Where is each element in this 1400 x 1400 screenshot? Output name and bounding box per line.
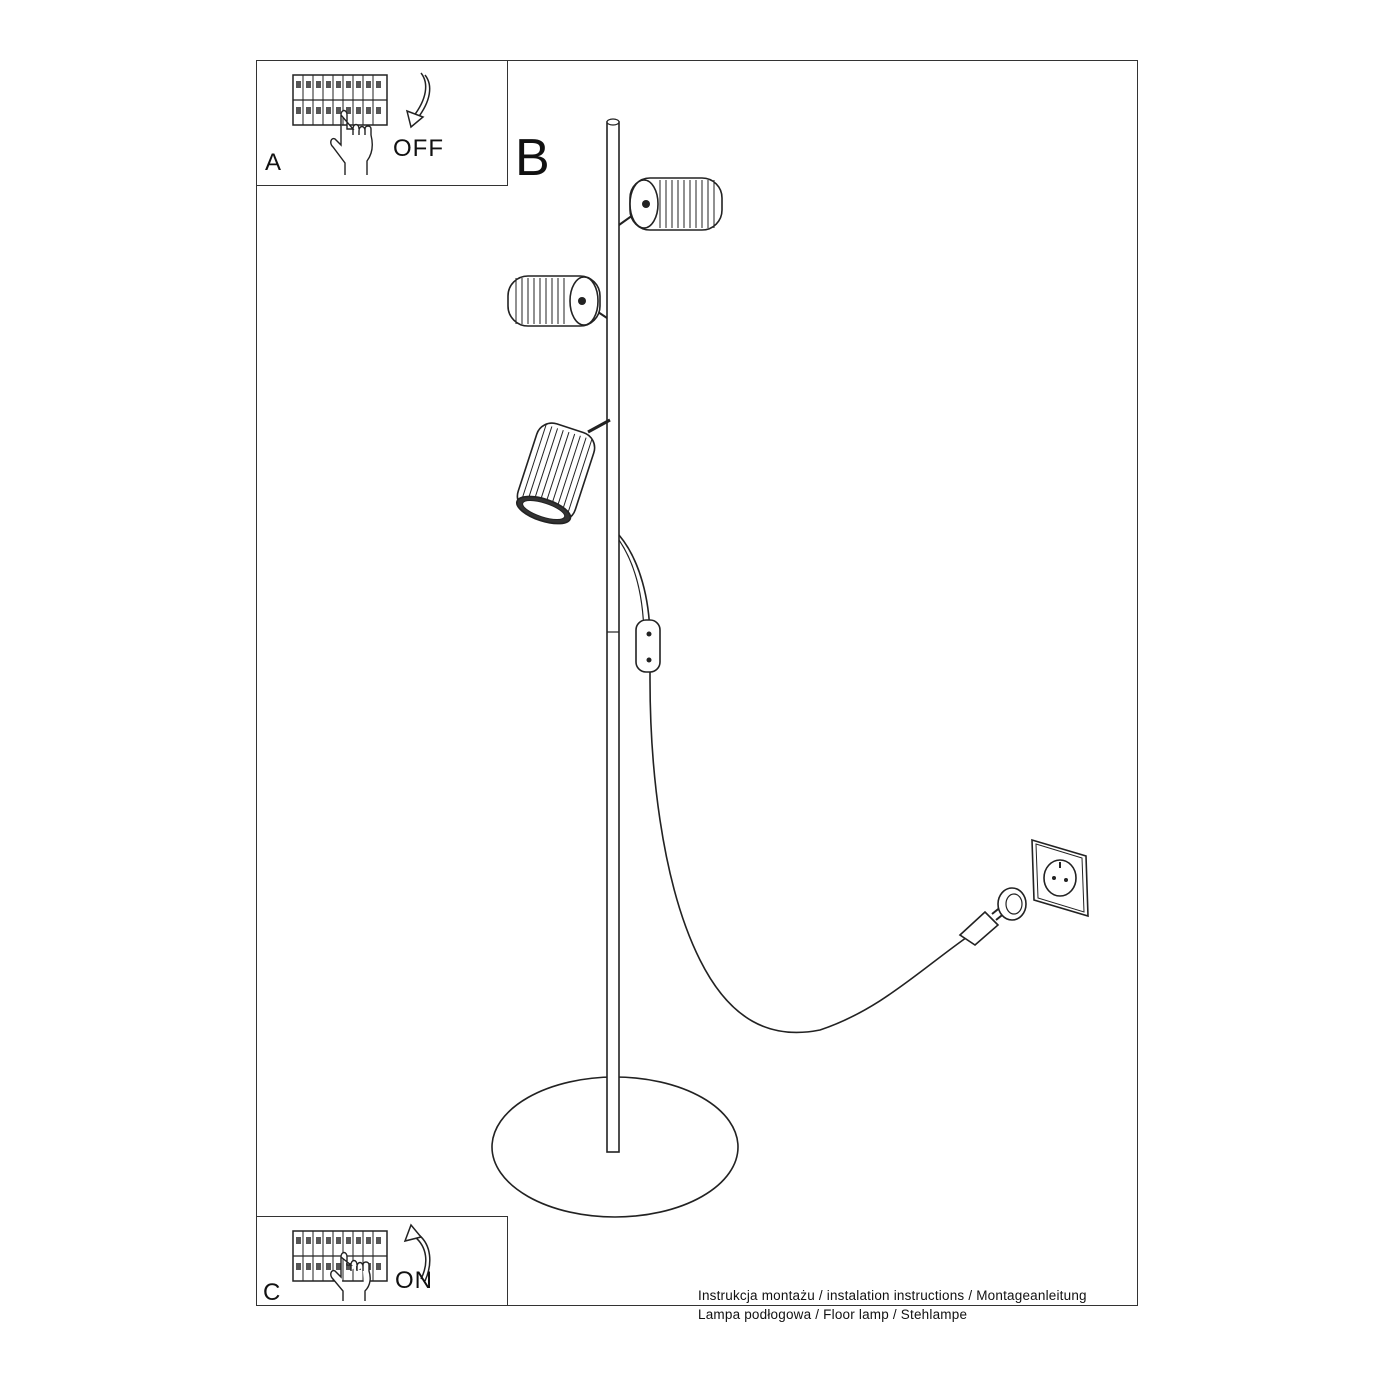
step-a-letter: A: [265, 149, 282, 176]
wall-socket-icon: [1031, 838, 1089, 918]
footer-line-1: Instrukcja montażu / instalation instruc…: [698, 1288, 1087, 1303]
power-cable: [618, 534, 971, 1034]
hand-icon: [330, 1251, 371, 1301]
step-b-letter: B: [515, 129, 550, 187]
lamp-shade-middle: [507, 275, 608, 327]
inline-switch: [635, 619, 661, 673]
footer-caption: Instrukcja montażu / instalation instruc…: [698, 1286, 1087, 1324]
rotate-arrow-icon: [403, 1223, 431, 1282]
step-a-panel: OFF A: [256, 60, 508, 186]
rotate-arrow-icon: [405, 72, 431, 129]
off-label: OFF: [393, 135, 444, 162]
lamp-shade-bottom: [515, 418, 611, 525]
step-c-panel: ON C: [256, 1216, 508, 1306]
lamp-shade-top: [618, 177, 723, 231]
socket-adapter: [997, 887, 1027, 921]
on-label: ON: [395, 1267, 433, 1294]
hand-icon: [330, 109, 373, 175]
lamp-pole: [606, 121, 620, 1153]
step-c-letter: C: [263, 1279, 281, 1306]
circuit-breaker-icon: [292, 74, 388, 126]
instruction-sheet: [256, 60, 1138, 1306]
footer-line-2: Lampa podłogowa / Floor lamp / Stehlampe: [698, 1307, 968, 1322]
